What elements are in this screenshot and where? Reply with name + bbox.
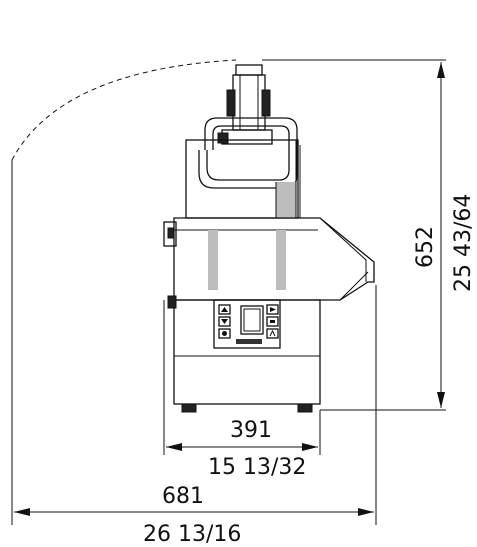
height-arrow-top — [437, 62, 445, 78]
brand-logo — [236, 339, 262, 344]
feed-tube-right-latch — [261, 89, 271, 117]
overall-width-arrow-right — [358, 508, 374, 516]
lid-swing-arc — [11, 59, 237, 161]
base-width-arrow-left — [166, 443, 182, 451]
feed-tube-left-latch — [226, 89, 236, 117]
base-width-mm-label: 391 — [230, 418, 272, 443]
handle-center-block — [221, 129, 273, 145]
feed-tube-cap — [235, 64, 263, 76]
control-panel-left-buttons — [218, 304, 231, 339]
lid-hinge — [163, 221, 177, 247]
height-arrow-bottom — [437, 392, 445, 408]
foot-right — [297, 403, 313, 413]
overall-width-arrow-left — [14, 508, 30, 516]
foot-left — [181, 403, 197, 413]
height-in-label: 25 43/64 — [451, 194, 476, 292]
overall-width-in-label: 26 13/16 — [143, 522, 241, 547]
feed-tube — [232, 74, 266, 131]
base-width-arrow-right — [302, 443, 318, 451]
machine — [163, 64, 375, 413]
height-mm-label: 652 — [413, 226, 438, 268]
control-panel-display — [240, 305, 264, 335]
handle-inner — [206, 125, 290, 181]
control-panel — [213, 299, 281, 349]
overall-width-mm-label: 681 — [162, 484, 204, 509]
control-panel-right-buttons — [266, 304, 279, 339]
base-width-in-label: 15 13/32 — [208, 455, 306, 480]
handle-clamp — [217, 132, 229, 144]
body-side-switch — [167, 295, 177, 309]
handle-outer — [198, 117, 298, 189]
